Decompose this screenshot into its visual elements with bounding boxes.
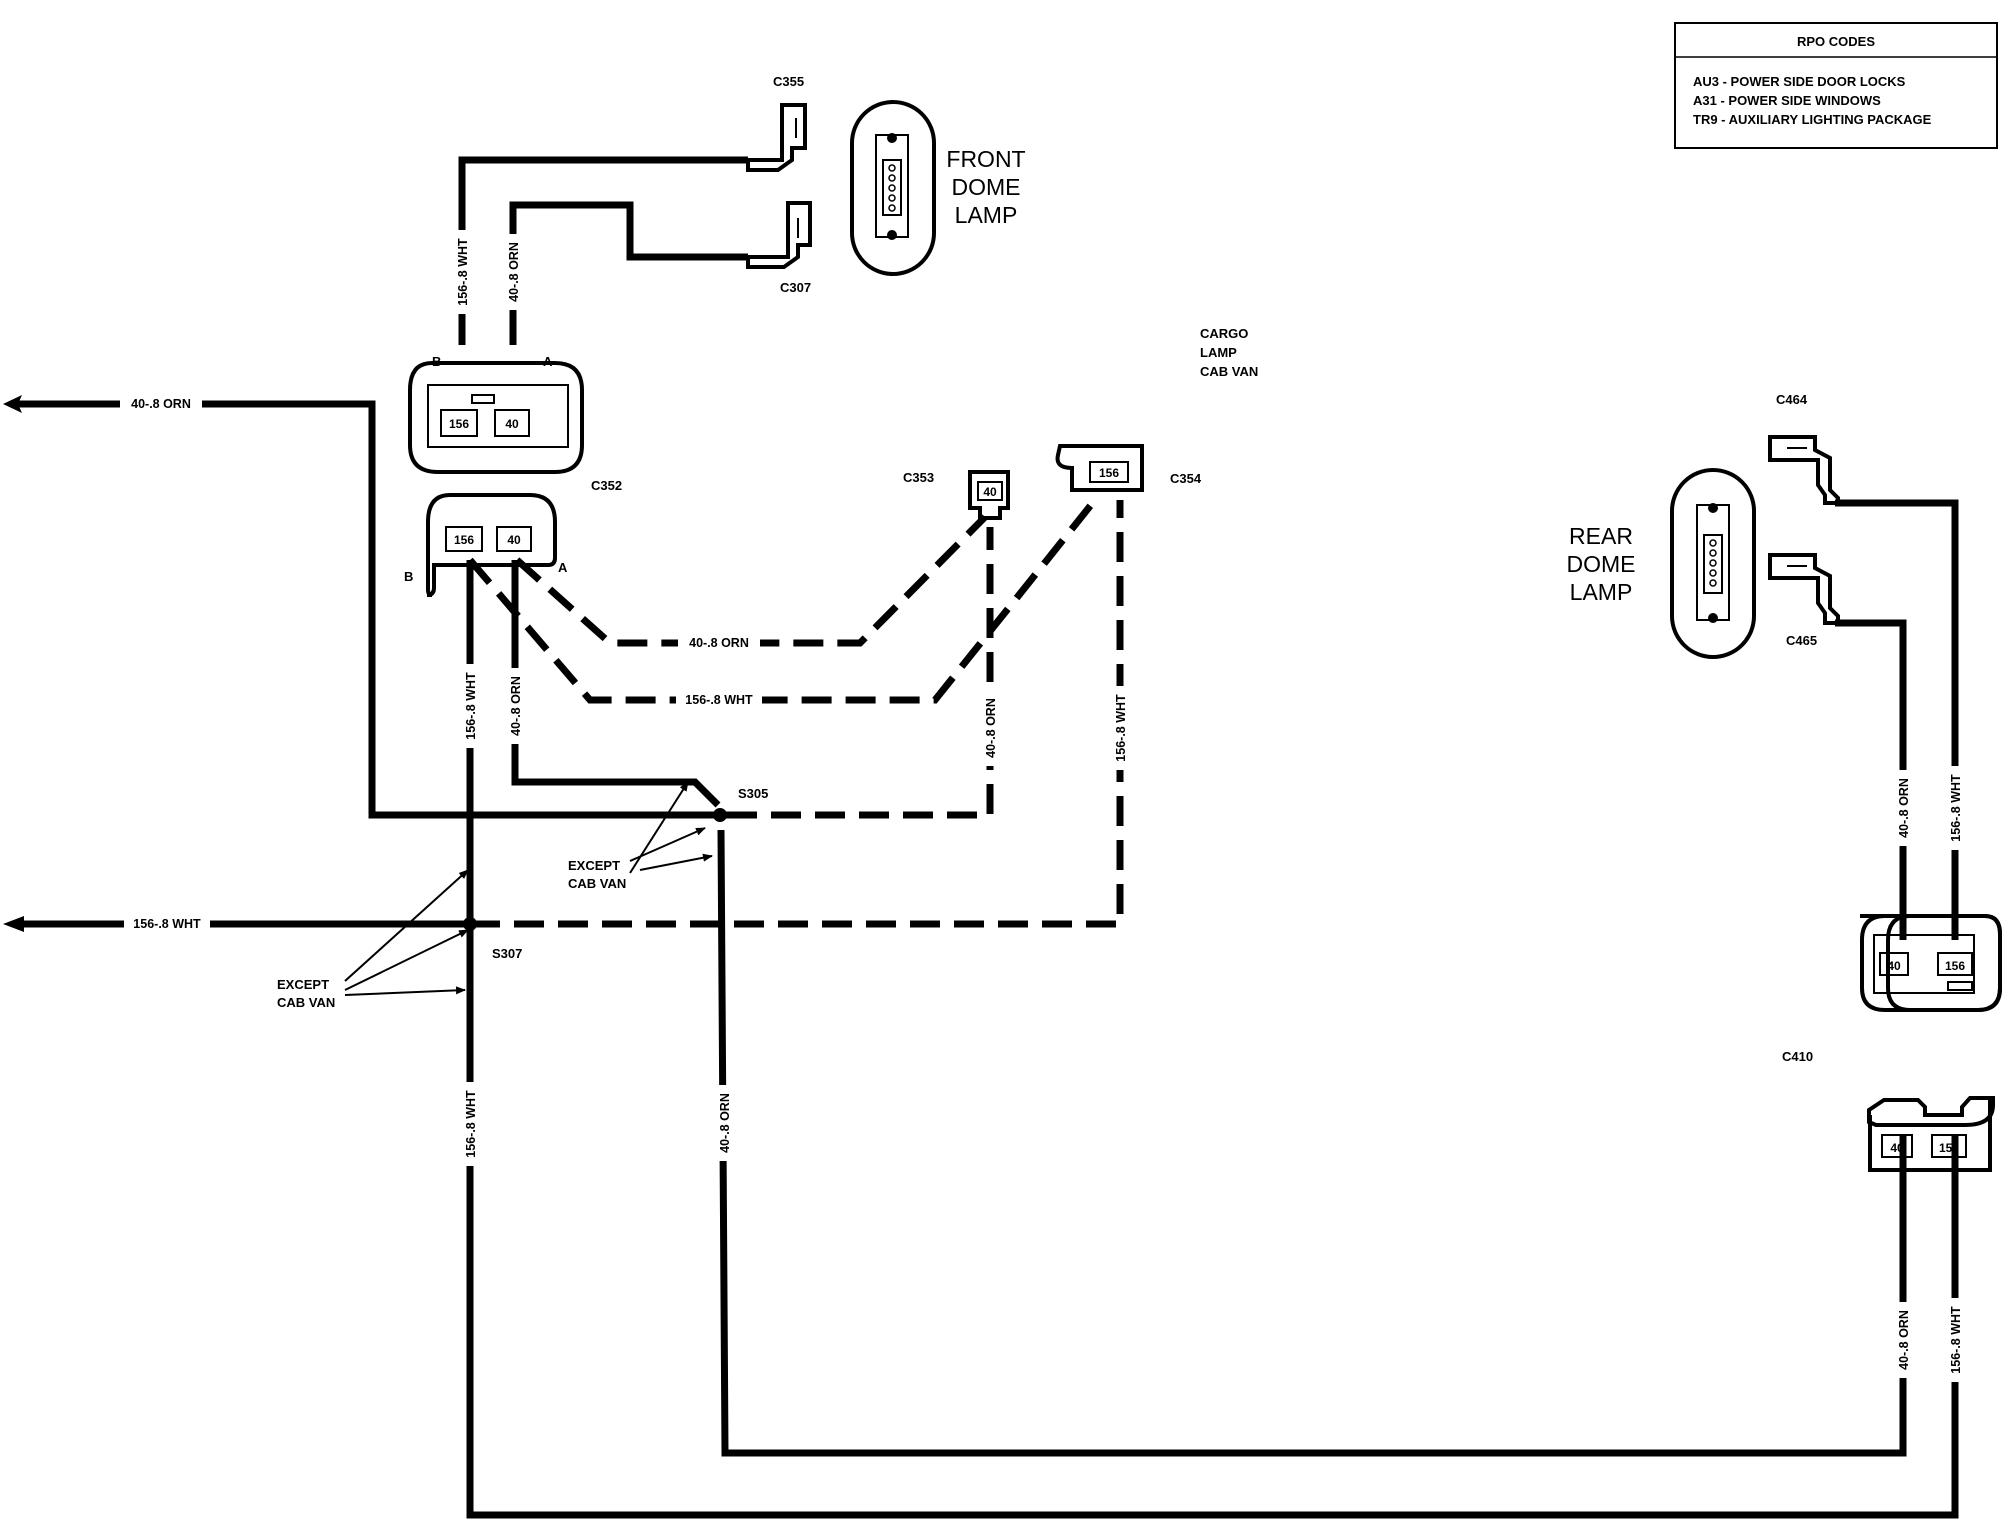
connector-c410-top: 40 156	[1860, 914, 2002, 1012]
arrow-left-icon	[3, 395, 22, 413]
cargo-lamp-text: CARGO	[1200, 326, 1248, 341]
dashed-40-orn-c353	[514, 514, 988, 647]
pin-b-label: B	[404, 569, 413, 584]
pin-156: 156	[1945, 959, 1965, 973]
wire-40-orn-to-s305	[511, 560, 721, 808]
connector-c352-label: C352	[591, 478, 622, 493]
wire-label: 40-.8 ORN	[131, 397, 191, 411]
cargo-lamp-text: LAMP	[1200, 345, 1237, 360]
wire-label: 40-.8 ORN	[1897, 778, 1911, 838]
connector-c410-label: C410	[1782, 1049, 1813, 1064]
wire-labels-horizontal: 40-.8 ORN 156-.8 WHT 40-.8 ORN 156-.8 WH…	[120, 394, 762, 932]
wire-label: 40-.8 ORN	[509, 676, 523, 736]
wire-label: 156-.8 WHT	[133, 917, 201, 931]
pin-156: 156	[449, 417, 469, 431]
cargo-lamp-text: CAB VAN	[1200, 364, 1258, 379]
connector-c352-top: 156 40 B A	[408, 354, 584, 474]
connector-c410-bottom: 40 156 C410	[1782, 1049, 1995, 1172]
front-dome-lamp-label: FRONT	[946, 146, 1025, 172]
front-dome-lamp-label: DOME	[952, 174, 1021, 200]
pin-b-label: B	[432, 354, 441, 369]
rear-dome-lamp-label: LAMP	[1570, 579, 1633, 605]
front-dome-lamp: FRONT DOME LAMP	[850, 100, 1026, 276]
pin-a-label: A	[558, 560, 568, 575]
terminal-c464: C464	[1768, 392, 1840, 505]
rpo-codes-box: RPO CODES AU3 - POWER SIDE DOOR LOCKS A3…	[1674, 22, 1998, 149]
note-cab-van: CAB VAN	[568, 876, 626, 891]
wire-label: 40-.8 ORN	[718, 1093, 732, 1153]
wire-label: 40-.8 ORN	[984, 698, 998, 758]
wire-label: 156-.8 WHT	[464, 672, 478, 740]
wire-label: 156-.8 WHT	[1114, 694, 1128, 762]
pin-40: 40	[983, 485, 997, 499]
wire-label: 40-.8 ORN	[1897, 1310, 1911, 1370]
wire-label: 156-.8 WHT	[685, 693, 753, 707]
cargo-lamp-label: CARGO LAMP CAB VAN	[1200, 326, 1258, 379]
pin-40: 40	[505, 417, 519, 431]
dashed-156-wht-s307	[470, 500, 1124, 928]
connector-c307-label: C307	[780, 280, 811, 295]
pin-40: 40	[507, 533, 521, 547]
wire-label: 156-.8 WHT	[1949, 774, 1963, 842]
rear-dome-lamp-label: DOME	[1567, 551, 1636, 577]
wire-label: 156-.8 WHT	[464, 1090, 478, 1158]
connector-c353: 40 C353	[903, 470, 1010, 520]
pin-156: 156	[1939, 1141, 1959, 1155]
wire-40-orn-front	[509, 201, 748, 345]
rpo-codes-title: RPO CODES	[1797, 34, 1875, 49]
splice-s305-label: S305	[738, 786, 768, 801]
harness-arrows	[3, 395, 24, 932]
connector-c355-label: C355	[773, 74, 804, 89]
dashed-156-wht-c353	[467, 497, 1098, 704]
pin-156: 156	[454, 533, 474, 547]
rpo-code-line: A31 - POWER SIDE WINDOWS	[1693, 93, 1881, 108]
connector-c465-label: C465	[1786, 633, 1817, 648]
note-cab-van: CAB VAN	[277, 995, 335, 1010]
wire-40-orn-rear-lamp	[1835, 619, 1907, 940]
dashed-40-orn-s305	[727, 527, 994, 819]
solid-wires	[14, 156, 1959, 1519]
wire-label: 40-.8 ORN	[507, 242, 521, 302]
terminal-c465: C465	[1768, 553, 1840, 648]
front-dome-lamp-label: LAMP	[955, 202, 1018, 228]
wire-40-orn-rear	[717, 829, 1907, 1457]
connector-c352-bottom: 156 40 B A C352	[404, 478, 622, 597]
wire-156-wht-rear-lamp	[1835, 499, 1959, 940]
rear-dome-lamp-label: REAR	[1569, 523, 1633, 549]
connector-c354: 156 C354	[1055, 444, 1202, 492]
rpo-code-line: AU3 - POWER SIDE DOOR LOCKS	[1693, 74, 1906, 89]
wire-label: 156-.8 WHT	[456, 238, 470, 306]
wire-labels-vertical: 156-.8 WHT 40-.8 ORN 156-.8 WHT 40-.8 OR…	[452, 230, 1965, 1382]
wire-label: 40-.8 ORN	[689, 636, 749, 650]
splices: S305 S307	[463, 786, 768, 961]
pin-156: 156	[1099, 466, 1119, 480]
connector-c464-label: C464	[1776, 392, 1808, 407]
terminal-c355: C355	[746, 74, 807, 172]
pin-40: 40	[1887, 959, 1901, 973]
connector-c353-label: C353	[903, 470, 934, 485]
splice-s305-dot	[713, 808, 727, 822]
splice-s307-label: S307	[492, 946, 522, 961]
note-except: EXCEPT	[277, 977, 329, 992]
pin-40: 40	[1890, 1141, 1904, 1155]
note-except: EXCEPT	[568, 858, 620, 873]
wire-40-orn-left-input	[14, 400, 730, 819]
arrow-left-icon	[3, 916, 24, 932]
except-cab-van-notes: EXCEPT CAB VAN EXCEPT CAB VAN	[277, 781, 713, 1010]
splice-s307-dot	[463, 917, 477, 931]
connector-c354-label: C354	[1170, 471, 1202, 486]
rpo-code-line: TR9 - AUXILIARY LIGHTING PACKAGE	[1693, 112, 1932, 127]
pin-a-label: A	[543, 354, 553, 369]
wire-label: 156-.8 WHT	[1949, 1306, 1963, 1374]
rear-dome-lamp: REAR DOME LAMP	[1567, 468, 1756, 659]
terminal-c307: C307	[746, 201, 812, 295]
